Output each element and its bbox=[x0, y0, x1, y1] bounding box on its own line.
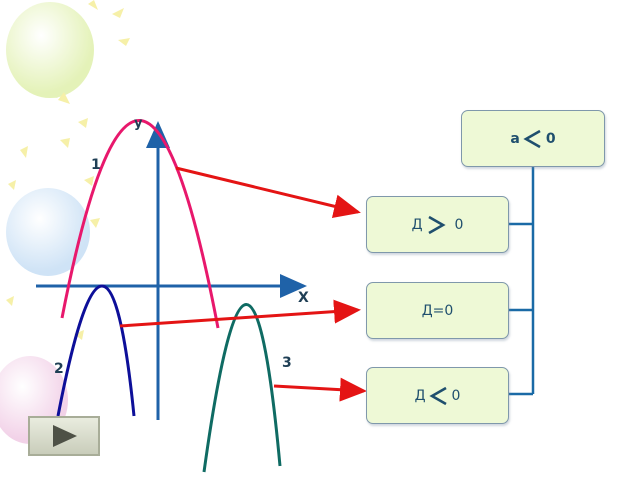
d-zero-text: Д=0 bbox=[421, 302, 454, 319]
play-button[interactable] bbox=[28, 416, 100, 456]
zero-value: 0 bbox=[545, 130, 556, 147]
curve-label-2: 2 bbox=[54, 361, 64, 377]
condition-a-negative: a 0 bbox=[461, 110, 605, 167]
play-triangle-icon bbox=[53, 425, 77, 447]
sparkles-icon bbox=[6, 0, 130, 340]
arrow-3-to-d-negative bbox=[273, 377, 367, 402]
less-than-sign-icon bbox=[428, 385, 450, 407]
zero-value: 0 bbox=[451, 387, 461, 404]
condition-d-positive: Д 0 bbox=[366, 196, 509, 253]
curve-label-3: 3 bbox=[282, 355, 292, 371]
condition-d-zero: Д=0 bbox=[366, 282, 509, 339]
greater-than-sign-icon bbox=[425, 214, 447, 236]
parabola-2 bbox=[56, 284, 136, 417]
curve-label-1: 1 bbox=[91, 157, 101, 173]
parabola-1 bbox=[60, 119, 220, 329]
condition-d-negative: Д 0 bbox=[366, 367, 509, 424]
d-letter: Д bbox=[411, 216, 423, 233]
zero-value: 0 bbox=[454, 216, 464, 233]
less-than-sign-icon bbox=[522, 128, 544, 150]
arrow-1-to-d-positive bbox=[175, 166, 361, 219]
y-axis-label: y bbox=[134, 116, 143, 131]
condition-connector bbox=[509, 167, 535, 396]
balloon-blue-icon bbox=[6, 188, 90, 276]
arrow-2-to-d-zero bbox=[119, 299, 361, 328]
d-letter: Д bbox=[414, 387, 426, 404]
x-axis-label: X bbox=[298, 290, 309, 306]
parabola-3 bbox=[202, 303, 282, 473]
a-letter: a bbox=[510, 130, 520, 147]
balloon-green-icon bbox=[6, 2, 94, 98]
